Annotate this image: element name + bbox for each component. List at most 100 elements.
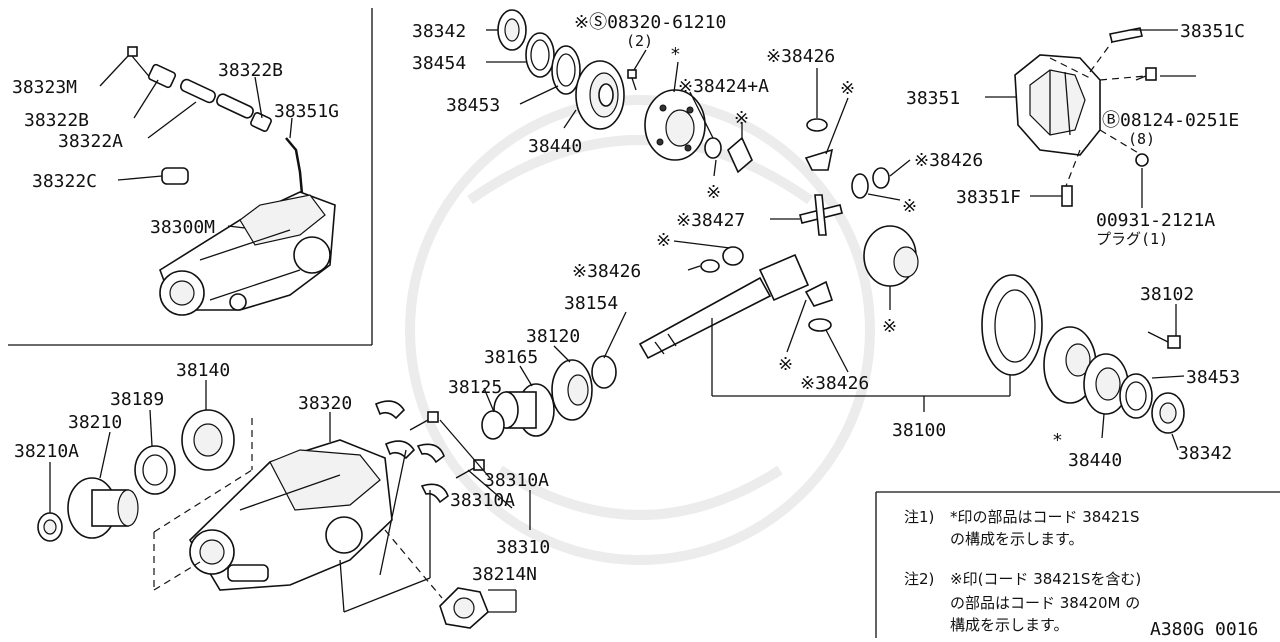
part-washer-38426-c[interactable]: [700, 259, 720, 273]
part-shim-38454[interactable]: [525, 32, 555, 78]
diagram-code: A380G 0016: [1150, 619, 1258, 638]
label-38140: 38140: [176, 360, 230, 381]
label-38322C: 38322C: [32, 171, 97, 192]
inset-label-group: 38323M 38322B 38322B 38322A 38351G 38322…: [12, 60, 339, 238]
part-washer-38453-right[interactable]: [1119, 373, 1153, 419]
part-diff-case-right[interactable]: [1043, 326, 1097, 404]
part-rear-cover-38351[interactable]: [1014, 54, 1101, 156]
label-38320: 38320: [298, 393, 352, 414]
label-38300M: 38300M: [150, 217, 215, 238]
label-38100: 38100: [892, 420, 946, 441]
label-08124-0251E: Ⓑ08124-0251E: [1102, 110, 1239, 131]
label-38322B-a: 38322B: [218, 60, 283, 81]
mark-kome-small-pinion: ※: [656, 230, 671, 251]
note2-prefix: 注2): [904, 570, 934, 588]
part-pinion-gear-b[interactable]: [851, 173, 869, 199]
label-38426-a: ※38426: [766, 46, 835, 67]
label-08320-qty: (2): [626, 32, 653, 50]
label-38453-right: 38453: [1186, 367, 1240, 388]
label-38310A-b: 38310A: [450, 490, 515, 511]
part-bearing-cap-38310-b[interactable]: [384, 440, 416, 460]
label-08320-61210: ※Ⓢ08320-61210: [574, 12, 726, 33]
label-plug-qty: プラグ(1): [1096, 230, 1168, 248]
inset-frame: [8, 8, 373, 346]
label-38440-top: 38440: [528, 136, 582, 157]
watermark-emblem: [405, 95, 875, 565]
label-38210: 38210: [68, 412, 122, 433]
part-bearing-38440-top[interactable]: [575, 60, 625, 130]
part-bearing-cap-38310-a[interactable]: [374, 400, 406, 420]
note1-line2: の構成を示します。: [950, 530, 1084, 548]
part-thrust-washer-b[interactable]: [872, 167, 890, 189]
part-collar-38154[interactable]: [591, 355, 617, 389]
part-washer-38453[interactable]: [551, 45, 581, 95]
part-diff-case-38424[interactable]: [644, 89, 706, 161]
label-38310A-a: 38310A: [484, 470, 549, 491]
label-38210A: 38210A: [14, 441, 79, 462]
note2-line2: の部品はコード 38420M の: [950, 594, 1140, 612]
label-38342-top: 38342: [412, 21, 466, 42]
main-leaders: [49, 29, 1196, 613]
part-bearing-38140[interactable]: [181, 409, 235, 471]
part-side-flange-38214N[interactable]: [439, 587, 489, 629]
label-38323M: 38323M: [12, 77, 77, 98]
label-38165: 38165: [484, 347, 538, 368]
part-seal-38125[interactable]: [481, 410, 505, 440]
label-38426-c: ※38426: [572, 261, 641, 282]
label-38351C: 38351C: [1180, 21, 1245, 42]
part-bearing-cap-38310-c[interactable]: [416, 443, 445, 464]
label-00931-2121A: 00931-2121A: [1096, 210, 1215, 231]
label-08124-qty: (8): [1128, 130, 1155, 148]
mark-kome-pinion-b: ※: [902, 196, 917, 217]
part-drive-pinion-shaft[interactable]: [638, 253, 810, 360]
label-38154: 38154: [564, 293, 618, 314]
inset-breather-pipe[interactable]: [285, 137, 304, 195]
part-cross-shaft-38427[interactable]: [799, 194, 843, 236]
part-pinion-gear-a[interactable]: [804, 148, 834, 171]
part-plug-00931[interactable]: [1135, 153, 1149, 167]
part-seal-38189[interactable]: [134, 445, 176, 495]
mark-kome-pinion-a: ※: [840, 78, 855, 99]
notes-box: 注1) *印の部品はコード 38421S の構成を示します。 注2) ※印(コー…: [875, 491, 1280, 638]
label-38310: 38310: [496, 537, 550, 558]
mark-kome-bearing-right: ※: [882, 316, 897, 337]
note1-prefix: 注1): [904, 508, 934, 526]
part-nut-38210A[interactable]: [37, 512, 63, 542]
part-companion-flange-38210[interactable]: [67, 477, 139, 539]
main-label-group: 38342 38454 38453 38440 ※Ⓢ08320-61210 (2…: [14, 12, 1245, 585]
part-bearing-38120[interactable]: [551, 359, 593, 421]
label-38351F: 38351F: [956, 187, 1021, 208]
label-38426-d: ※38426: [800, 373, 869, 394]
part-screw-08320[interactable]: [627, 69, 637, 91]
mark-kome-washer: ※: [706, 182, 721, 203]
note2-line1: ※印(コード 38421Sを含む): [950, 570, 1141, 588]
part-ring-gear-38100[interactable]: [981, 274, 1043, 376]
inset-hose[interactable]: [179, 78, 272, 132]
part-bearing-cap-38310-d[interactable]: [420, 483, 449, 504]
part-side-gear-lower[interactable]: [804, 280, 834, 307]
inset-differential-assembly[interactable]: [159, 191, 336, 316]
part-carrier-housing-38320[interactable]: [188, 439, 393, 591]
part-pinion-small[interactable]: [722, 246, 744, 266]
part-bearing-right[interactable]: [863, 225, 919, 287]
part-bolt-38310A-a[interactable]: [409, 411, 439, 431]
mark-kome-side-gear-lower: ※: [778, 354, 793, 375]
label-38427: ※38427: [676, 210, 745, 231]
label-38426-b: ※38426: [914, 150, 983, 171]
mark-asterisk-38424: *: [670, 44, 681, 65]
part-washer-38426-d[interactable]: [808, 318, 832, 332]
part-bolt-38102[interactable]: [1147, 331, 1181, 349]
part-breather-38351F[interactable]: [1061, 185, 1073, 207]
label-38453-top: 38453: [446, 95, 500, 116]
label-38189: 38189: [110, 389, 164, 410]
part-thrust-washer-a[interactable]: [806, 118, 828, 132]
label-38102: 38102: [1140, 284, 1194, 305]
mark-asterisk-diff-case: *: [1052, 430, 1063, 451]
part-seal-38342-right[interactable]: [1151, 392, 1185, 434]
part-seal-38342-top[interactable]: [497, 9, 527, 51]
part-bolt-08124[interactable]: [1135, 67, 1157, 81]
inset-clip[interactable]: [161, 167, 189, 185]
inset-joint-small[interactable]: [147, 63, 177, 89]
